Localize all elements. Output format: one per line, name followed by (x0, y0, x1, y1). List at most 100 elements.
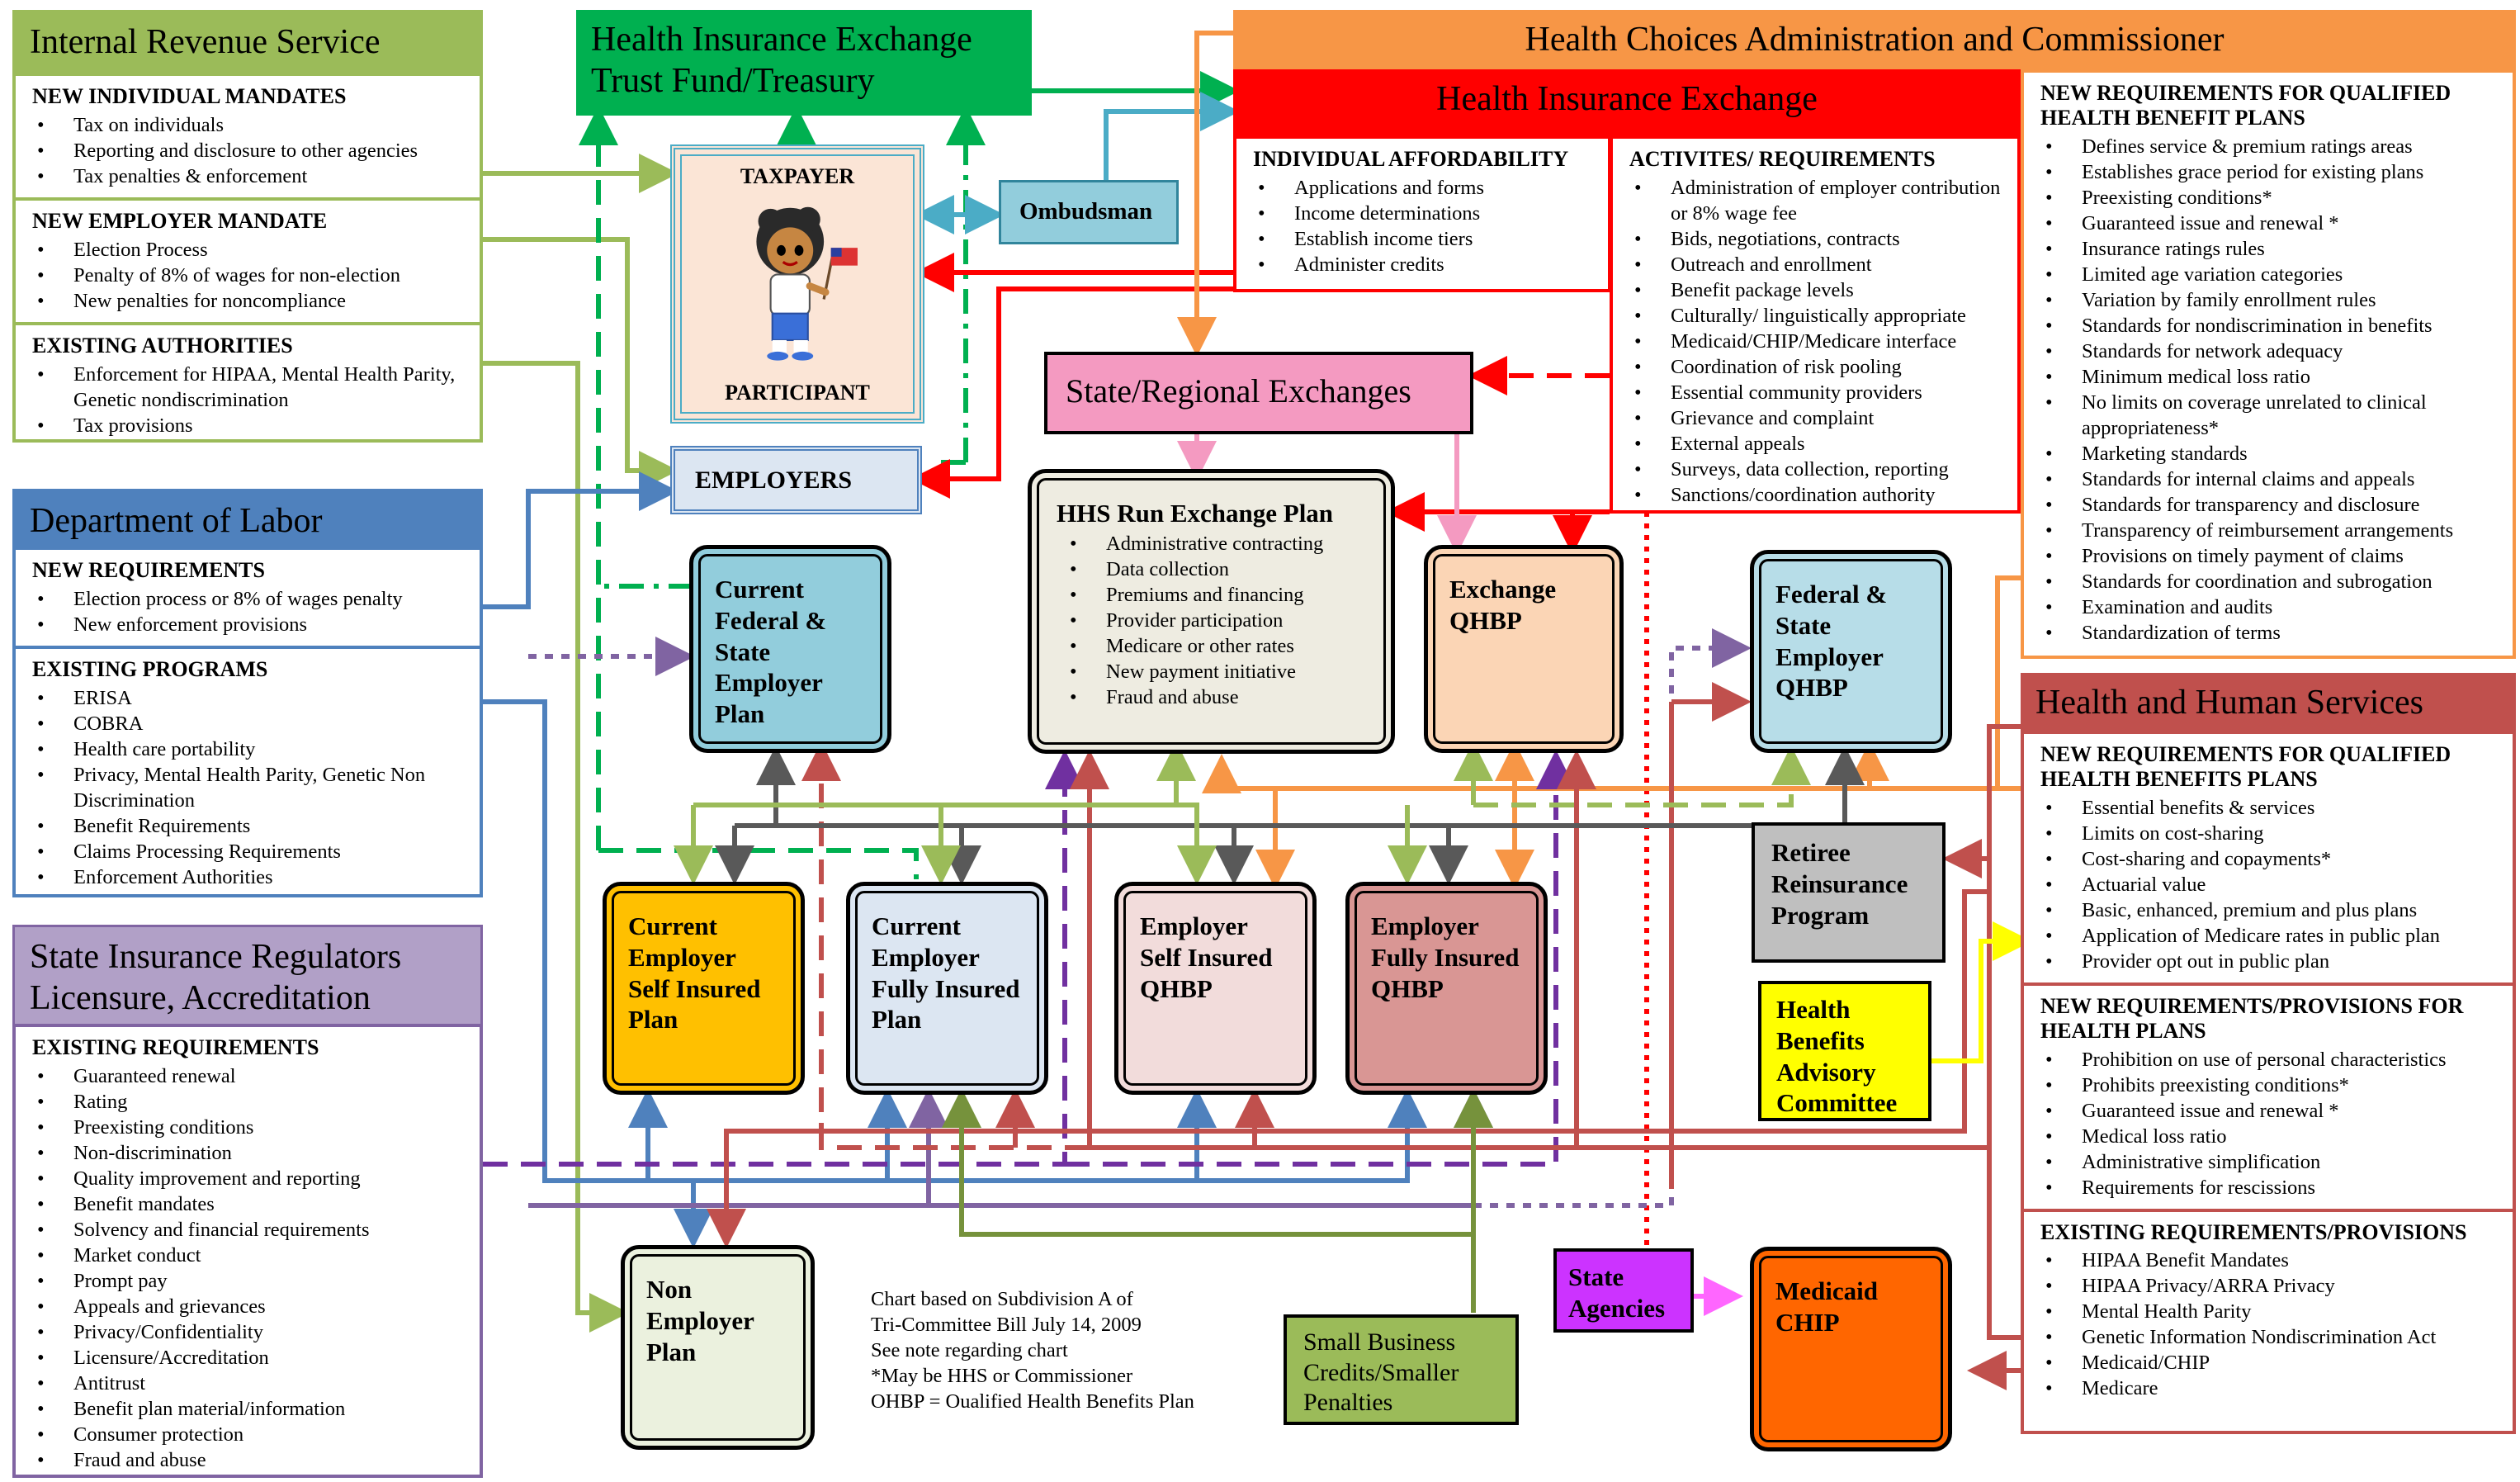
current-fully-insured-label: Current Employer Fully Insured Plan (872, 911, 1020, 1035)
hhs-run-exchange-box: HHS Run Exchange Plan Administrative con… (1028, 469, 1395, 754)
list-item: New penalties for noncompliance (37, 288, 463, 314)
dol-section-existing: EXISTING PROGRAMS ERISA COBRA Health car… (16, 649, 480, 898)
taxpayer-label: TAXPAYER (740, 164, 855, 188)
health-benefits-advisory-label: Health Benefits Advisory Committee (1776, 995, 1898, 1118)
list-item: Essential benefits & services (2045, 795, 2496, 821)
hhs-section-health-plans: NEW REQUIREMENTS/PROVISIONS FOR HEALTH P… (2024, 986, 2513, 1212)
list-item: Establishes grace period for existing pl… (2045, 159, 2496, 185)
list-item: Guaranteed issue and renewal * (2045, 1098, 2496, 1124)
list-item: Prompt pay (37, 1268, 463, 1294)
qhbp-requirements-panel: NEW REQUIREMENTS FOR QUALIFIED HEALTH BE… (2021, 69, 2516, 659)
list-item: Mental Health Parity (2045, 1299, 2496, 1324)
list-item: Defines service & premium ratings areas (2045, 134, 2496, 159)
list-item: Appeals and grievances (37, 1294, 463, 1319)
list-item: Enforcement Authorities (37, 864, 463, 890)
dol-panel: NEW REQUIREMENTS Election process or 8% … (12, 547, 483, 897)
list-item: Genetic Information Nondiscrimination Ac… (2045, 1324, 2496, 1350)
list-item: Election Process (37, 237, 463, 263)
list-item: Requirements for rescissions (2045, 1175, 2496, 1200)
list-item: Privacy, Mental Health Parity, Genetic N… (37, 762, 463, 813)
list-item: Insurance ratings rules (2045, 236, 2496, 262)
exchange-qhbp-box: Exchange QHBP (1424, 545, 1624, 753)
small-business-box: Small Business Credits/Smaller Penalties (1284, 1314, 1519, 1425)
list-item: Marketing standards (2045, 441, 2496, 466)
list-item: ERISA (37, 685, 463, 711)
list-item: Consumer protection (37, 1422, 463, 1447)
list-item: Penalty of 8% of wages for non-election (37, 263, 463, 288)
list-item: Application of Medicare rates in public … (2045, 923, 2496, 949)
list-item: Reporting and disclosure to other agenci… (37, 138, 463, 163)
list-item: Medicaid/CHIP/Medicare interface (1634, 329, 2001, 354)
employer-self-insured-qhbp-label: Employer Self Insured QHBP (1140, 911, 1273, 1003)
list-item: Provisions on timely payment of claims (2045, 543, 2496, 569)
list-item: Administrative simplification (2045, 1149, 2496, 1175)
retiree-reinsurance-label: Retiree Reinsurance Program (1771, 838, 1908, 930)
list-item: Rating (37, 1089, 463, 1115)
dol-header: Department of Labor (12, 489, 483, 547)
list-item: Benefit package levels (1634, 277, 2001, 303)
hie-activities-panel: ACTIVITES/ REQUIREMENTS Administration o… (1610, 135, 2021, 514)
list-item: No limits on coverage unrelated to clini… (2045, 390, 2496, 441)
list-item: Standards for internal claims and appeal… (2045, 466, 2496, 492)
note-line: Tri-Committee Bill July 14, 2009 (871, 1314, 1142, 1336)
state-reg-section: EXISTING REQUIREMENTS Guaranteed renewal… (16, 1027, 480, 1481)
list-item: Guaranteed renewal (37, 1063, 463, 1089)
list-item: Surveys, data collection, reporting (1634, 457, 2001, 482)
note-line: See note regarding chart (871, 1339, 1068, 1361)
list-item: Prohibits preexisting conditions* (2045, 1072, 2496, 1098)
treasury-box: Health Insurance Exchange Trust Fund/Tre… (576, 10, 1032, 116)
qhbp-requirements-title: NEW REQUIREMENTS FOR QUALIFIED HEALTH BE… (2040, 81, 2451, 130)
ombudsman-label: Ombudsman (1019, 198, 1153, 225)
note-line: OHBP = Oualified Health Benefits Plan (871, 1390, 1194, 1413)
list-item: Essential community providers (1634, 380, 2001, 405)
list-item: Fraud and abuse (1070, 684, 1366, 710)
state-reg-title: State Insurance Regulators Licensure, Ac… (30, 938, 402, 1017)
irs-section-individual: NEW INDIVIDUAL MANDATES Tax on individua… (16, 76, 480, 201)
list-item: HIPAA Benefit Mandates (2045, 1248, 2496, 1273)
hie-affordability-panel: INDIVIDUAL AFFORDABILITY Applications an… (1233, 135, 1611, 292)
list-item: Preexisting conditions (37, 1115, 463, 1140)
list-item: Fraud and abuse (37, 1447, 463, 1473)
hhs-section-title: EXISTING REQUIREMENTS/PROVISIONS (2040, 1219, 2467, 1244)
list-item: Market conduct (37, 1243, 463, 1268)
list-item: Coordination of risk pooling (1634, 354, 2001, 380)
medicaid-chip-box: Medicaid CHIP (1750, 1247, 1952, 1451)
current-self-insured-box: Current Employer Self Insured Plan (603, 882, 805, 1095)
list-item: Tax on individuals (37, 112, 463, 138)
dol-section-new: NEW REQUIREMENTS Election process or 8% … (16, 550, 480, 649)
state-agencies-label: State Agencies (1568, 1262, 1666, 1323)
list-item: Tax penalties & enforcement (37, 163, 463, 189)
list-item: Standards for nondiscrimination in benef… (2045, 313, 2496, 339)
treasury-title: Health Insurance Exchange Trust Fund/Tre… (591, 21, 972, 100)
list-item: Standards for coordination and subrogati… (2045, 569, 2496, 594)
employer-fully-insured-qhbp-box: Employer Fully Insured QHBP (1345, 882, 1548, 1095)
list-item: Benefit Requirements (37, 813, 463, 839)
current-fully-insured-box: Current Employer Fully Insured Plan (846, 882, 1048, 1095)
fed-state-employer-qhbp-label: Federal & State Employer QHBP (1775, 580, 1888, 703)
list-item: Guaranteed issue and renewal * (2045, 211, 2496, 236)
irs-header: Internal Revenue Service (12, 10, 483, 73)
irs-section-employer: NEW EMPLOYER MANDATE Election Process Pe… (16, 201, 480, 325)
dol-section-title: EXISTING PROGRAMS (32, 656, 268, 681)
list-item: Examination and audits (2045, 594, 2496, 620)
list-item: Tax provisions (37, 413, 463, 438)
hhs-section-title: NEW REQUIREMENTS/PROVISIONS FOR HEALTH P… (2040, 993, 2464, 1043)
affordability-section: INDIVIDUAL AFFORDABILITY Applications an… (1236, 139, 1608, 286)
hie-title: Health Insurance Exchange (1436, 80, 1818, 118)
list-item: Sanctions/coordination authority (1634, 482, 2001, 508)
list-item: Variation by family enrollment rules (2045, 287, 2496, 313)
hie-header: Health Insurance Exchange (1233, 69, 2021, 135)
list-item: Benefit mandates (37, 1191, 463, 1217)
list-item: Quality improvement and reporting (37, 1166, 463, 1191)
small-business-label: Small Business Credits/Smaller Penalties (1303, 1328, 1459, 1417)
medicaid-chip-label: Medicaid CHIP (1775, 1276, 1878, 1337)
child-with-flag-icon (756, 206, 858, 361)
list-item: Privacy/Confidentiality (37, 1319, 463, 1345)
list-item: Medicare or other rates (1070, 633, 1366, 659)
list-item: Medical loss ratio (2045, 1124, 2496, 1149)
fed-state-employer-qhbp-box: Federal & State Employer QHBP (1750, 550, 1952, 753)
hca-title: Health Choices Administration and Commis… (1525, 21, 2225, 59)
list-item: Standardization of terms (2045, 620, 2496, 646)
state-reg-header: State Insurance Regulators Licensure, Ac… (12, 925, 483, 1025)
list-item: Transparency of reimbursement arrangemen… (2045, 518, 2496, 543)
